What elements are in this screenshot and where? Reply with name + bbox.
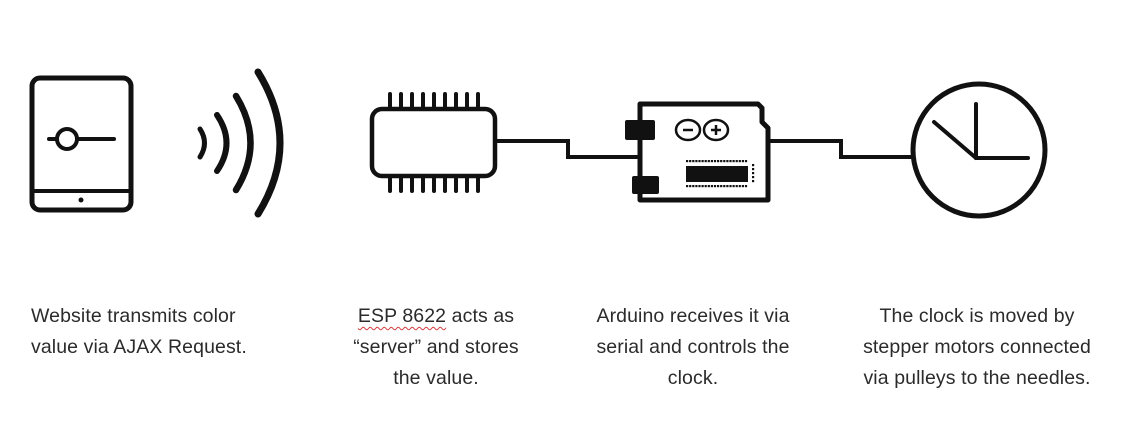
header-pin (726, 185, 729, 188)
tablet-slider-icon (29, 75, 134, 213)
header-pin (692, 185, 695, 188)
header-pin (752, 172, 755, 175)
header-pin (741, 185, 744, 188)
header-pin (698, 185, 701, 188)
header-pin (689, 160, 692, 163)
header-pin (707, 185, 710, 188)
header-pin (735, 185, 738, 188)
header-pin (738, 160, 741, 163)
caption-arduino: Arduino receives it via serial and contr… (580, 301, 806, 394)
header-pin (698, 160, 701, 163)
header-pin (741, 160, 744, 163)
header-pin (717, 185, 720, 188)
chip-icon (369, 92, 498, 193)
header-pin (695, 185, 698, 188)
header-pin (707, 160, 710, 163)
caption-esp: ESP 8622 acts as “server” and stores the… (337, 301, 535, 394)
caption-line: the value. (393, 367, 479, 389)
connector-line (768, 139, 914, 159)
header-pin (713, 160, 717, 163)
header-pin (701, 185, 704, 188)
header-pin (701, 160, 704, 163)
caption-website: Website transmits color value via AJAX R… (31, 301, 247, 363)
header-pin (732, 160, 735, 163)
arduino-board-icon (625, 101, 771, 203)
header-pin (710, 185, 713, 188)
header-pin (713, 185, 717, 188)
infinity-logo-icon (674, 118, 730, 142)
connector-line (495, 139, 640, 159)
header-pin (726, 160, 729, 163)
caption-line: “server” and stores (353, 336, 519, 358)
header-pin (686, 185, 689, 188)
header-pin (695, 160, 698, 163)
header-pin (729, 160, 732, 163)
caption-line: stepper motors connected (863, 336, 1091, 358)
caption-clock: The clock is moved by stepper motors con… (846, 301, 1108, 394)
header-pin (723, 160, 726, 163)
header-pin (744, 160, 748, 163)
caption-line: Website transmits color (31, 305, 236, 327)
spellcheck-underlined-term: ESP 8622 (357, 305, 447, 327)
header-pin (735, 160, 738, 163)
header-pin (689, 185, 692, 188)
header-pin (752, 180, 755, 183)
caption-line: ESP 8622 acts as (337, 301, 535, 332)
header-pin (710, 160, 713, 163)
header-pin (752, 168, 755, 171)
header-pin (723, 185, 726, 188)
caption-line: The clock is moved by (879, 305, 1075, 327)
wireless-signal-icon (197, 68, 284, 218)
header-pin (729, 185, 732, 188)
header-pin (704, 185, 707, 188)
caption-line: via pulleys to the needles. (863, 367, 1091, 389)
caption-line: clock. (667, 367, 719, 389)
header-pin (686, 160, 689, 163)
header-pin (720, 160, 723, 163)
header-pin (752, 164, 755, 167)
header-pin (752, 176, 755, 179)
header-pin (692, 160, 695, 163)
header-pin (717, 160, 720, 163)
header-pin (732, 185, 735, 188)
header-pin (744, 185, 748, 188)
header-pin (720, 185, 723, 188)
caption-line: serial and controls the (596, 336, 790, 358)
clock-icon (910, 81, 1048, 219)
header-pin (704, 160, 707, 163)
header-pin (738, 185, 741, 188)
caption-line: value via AJAX Request. (31, 336, 247, 358)
caption-fragment: acts as (446, 305, 515, 327)
caption-line: Arduino receives it via (596, 305, 790, 327)
